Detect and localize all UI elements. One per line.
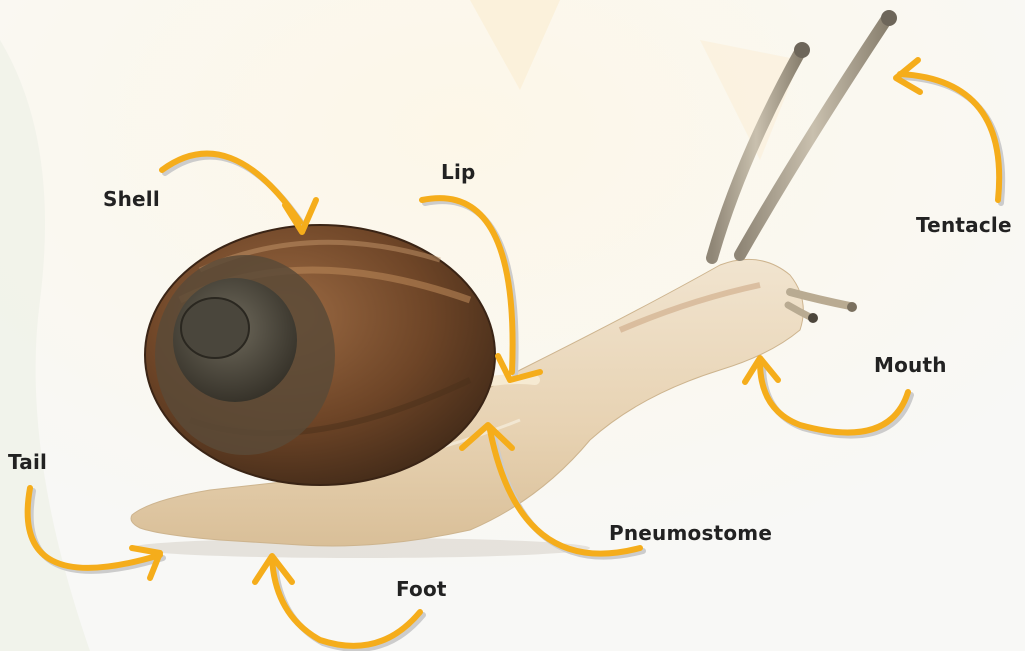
tentacle-tip [808, 313, 818, 323]
label-tail: Tail [8, 450, 47, 474]
label-mouth: Mouth [874, 353, 947, 377]
label-pneumostome: Pneumostome [609, 521, 772, 545]
shell-apex [181, 298, 249, 358]
label-lip: Lip [441, 160, 476, 184]
tentacle-tip [881, 10, 897, 26]
label-tentacle: Tentacle [916, 213, 1012, 237]
tentacle-tip [794, 42, 810, 58]
label-foot: Foot [396, 577, 447, 601]
label-shell: Shell [103, 187, 160, 211]
tentacle-tip [847, 302, 857, 312]
